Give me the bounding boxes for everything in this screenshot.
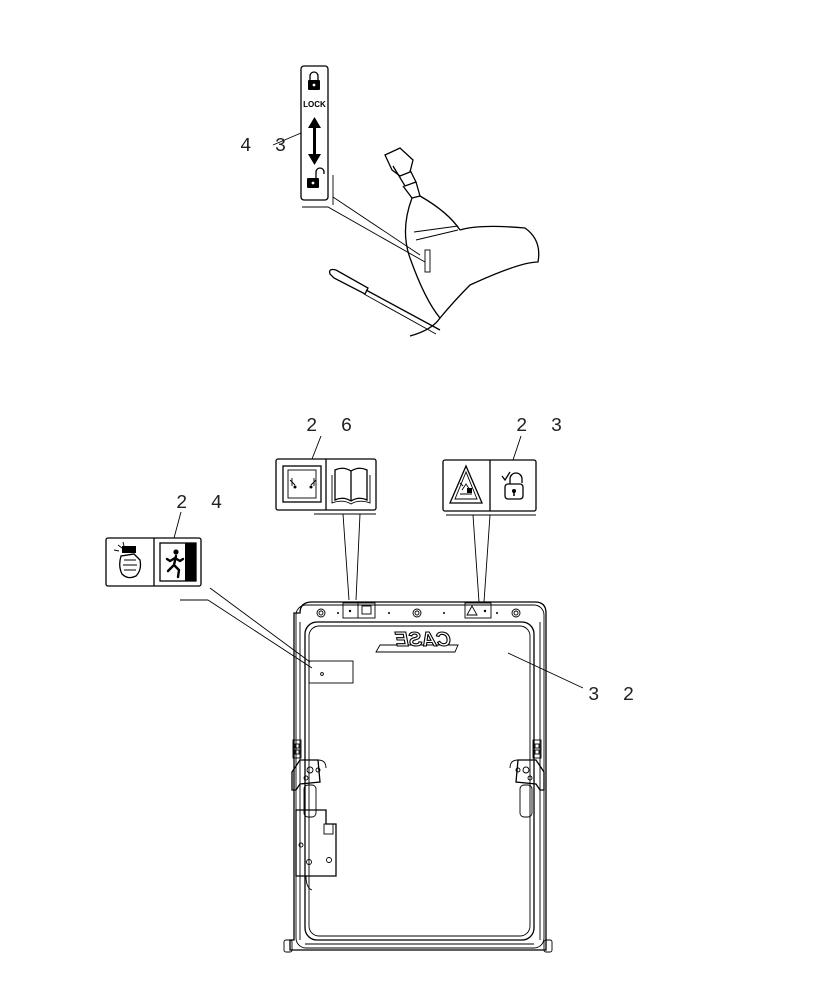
leader-line-23	[472, 514, 480, 603]
lock-label: LOCK	[303, 100, 326, 109]
unlock-icon	[501, 471, 524, 500]
callout-32: 3 2	[588, 684, 640, 706]
right-latch-assembly	[509, 739, 545, 818]
emergency-exit-icon	[159, 542, 197, 582]
callout-24: 2 4	[176, 492, 228, 514]
padlock-closed-icon	[308, 71, 320, 90]
leader-line-43-to-console	[302, 206, 426, 263]
bottom-hinges	[283, 939, 553, 953]
callout-23: 2 3	[516, 415, 568, 437]
callout-26: 2 6	[306, 415, 358, 437]
operator-manual-icon	[331, 467, 371, 505]
decal-24-location	[308, 660, 354, 684]
window-frame-icon	[282, 465, 322, 503]
throttle-rod	[328, 268, 441, 335]
hammer-hand-icon	[113, 541, 142, 579]
warning-triangle-icon	[449, 464, 483, 504]
decal-23-location	[464, 602, 492, 619]
decal-24	[105, 537, 202, 587]
control-lever	[384, 147, 461, 273]
cab-window-frame: CASE	[283, 601, 553, 953]
decal-26-location	[342, 602, 376, 619]
operator-console	[409, 225, 540, 337]
decal-23	[442, 459, 537, 512]
mounting-bolts	[316, 608, 521, 618]
leader-line-26	[342, 513, 350, 601]
leader-line-43	[272, 132, 302, 146]
double-arrow-icon	[308, 117, 321, 165]
decal-26	[275, 458, 377, 511]
case-logo-text: CASE	[395, 629, 451, 651]
left-latch-assembly	[291, 739, 337, 891]
leader-line-24	[207, 599, 313, 669]
callout-43: 4 3	[240, 135, 292, 157]
case-logo-decal: CASE	[375, 628, 459, 653]
padlock-open-icon	[307, 167, 325, 188]
lock-decal: LOCK	[300, 65, 329, 201]
